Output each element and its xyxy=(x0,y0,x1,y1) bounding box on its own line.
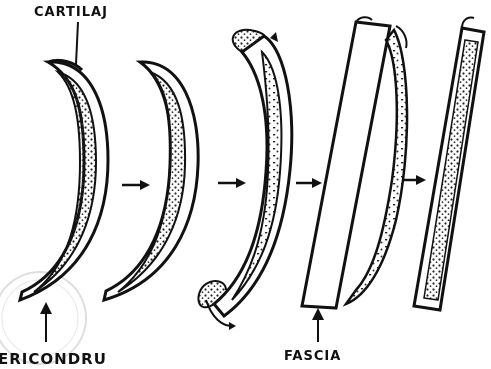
cartilage-label: CARTILAJ xyxy=(34,5,108,20)
perichondrium-pointer xyxy=(40,302,52,342)
fascia-label: FASCIA xyxy=(284,349,341,364)
arrow-2 xyxy=(218,178,246,188)
arrow-3 xyxy=(296,178,322,188)
fascia-pointer xyxy=(312,308,324,342)
arrow-4 xyxy=(402,175,426,185)
step-3-cartilage xyxy=(198,30,291,330)
arrow-1 xyxy=(122,180,150,190)
step-1-cartilage xyxy=(20,60,108,300)
perichondrium-label: ERICONDRU xyxy=(0,350,107,368)
step-5-graft xyxy=(414,17,484,310)
step-2-cartilage xyxy=(104,62,198,300)
cartilage-pointer xyxy=(76,22,78,64)
step-4-fascia-wrap xyxy=(302,17,407,308)
